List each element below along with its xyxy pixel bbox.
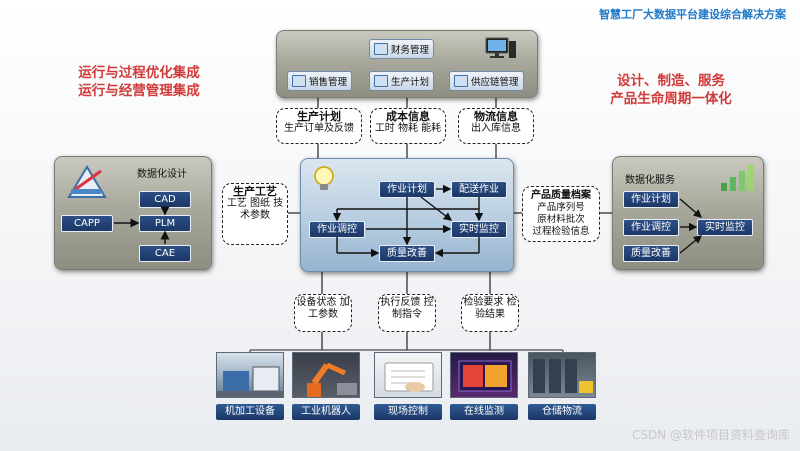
photo-field-control [374, 352, 442, 398]
info-equipment-status: 设备状态 加工参数 [294, 294, 352, 332]
info-quality-archive-line-2: 原材料批次 [537, 214, 585, 225]
info-process-title: 生产工艺 [233, 185, 277, 198]
growth-chart-icon [719, 163, 755, 193]
watermark: CSDN @软件项目资料查询库 [631, 428, 790, 442]
design-tools-icon [67, 163, 107, 199]
info-quality-archive: 产品质量档案 产品序列号 原材料批次 过程检验信息 [522, 186, 600, 242]
info-quality-archive-title: 产品质量档案 [531, 190, 591, 201]
info-execution-feedback-body: 执行反馈 控制指令 [380, 297, 434, 320]
left-panel-arrows [114, 206, 170, 244]
production-plan-icon [374, 75, 388, 87]
info-production-plan-body: 生产订单及反馈 [284, 123, 354, 134]
info-logistics-body: 出入库信息 [471, 123, 521, 134]
info-execution-feedback: 执行反馈 控制指令 [378, 294, 436, 332]
page-title: 智慧工厂大数据平台建设综合解决方案 [599, 8, 786, 21]
photo-warehouse-logistics [528, 352, 596, 398]
digital-service-panel: 数据化服务 作业计划 作业调控 实时监控 质量改善 [612, 156, 764, 270]
lightbulb-icon [311, 165, 337, 193]
center-dispatch[interactable]: 配送作业 [451, 181, 507, 198]
photo-online-monitoring [450, 352, 518, 398]
label-online-monitoring: 在线监测 [450, 404, 518, 420]
photo-industrial-robot [292, 352, 360, 398]
service-quality-improvement[interactable]: 质量改善 [623, 245, 679, 262]
info-equipment-status-body: 设备状态 加工参数 [296, 297, 350, 320]
info-cost: 成本信息 工时 物耗 能耗 [370, 108, 446, 144]
digital-service-title: 数据化服务 [625, 175, 675, 186]
info-production-plan-title: 生产计划 [297, 110, 341, 123]
label-industrial-robot: 工业机器人 [292, 404, 360, 420]
center-flow-arrows [332, 184, 484, 258]
slogan-left-line-2: 运行与经营管理集成 [78, 83, 200, 99]
capp-box[interactable]: CAPP [61, 215, 113, 232]
label-warehouse-logistics: 仓储物流 [528, 404, 596, 420]
info-cost-body: 工时 物耗 能耗 [374, 123, 442, 134]
slogan-left: 运行与过程优化集成 运行与经营管理集成 [64, 64, 214, 100]
finance-management-box[interactable]: 财务管理 [369, 39, 435, 59]
info-logistics-title: 物流信息 [474, 110, 518, 123]
slogan-left-line-1: 运行与过程优化集成 [78, 65, 200, 81]
info-inspection-body: 检验要求 检验结果 [463, 297, 517, 320]
info-process: 生产工艺 工艺 图纸 技术参数 [222, 183, 288, 245]
supply-chain-box[interactable]: 供应链管理 [449, 71, 524, 91]
service-job-control[interactable]: 作业调控 [623, 219, 679, 236]
finance-icon [374, 43, 388, 55]
finance-management-label: 财务管理 [391, 45, 430, 56]
slogan-right-line-2: 产品生命周期一体化 [610, 91, 732, 107]
label-field-control: 现场控制 [374, 404, 442, 420]
production-plan-box[interactable]: 生产计划 [369, 71, 435, 91]
production-plan-label: 生产计划 [391, 77, 430, 88]
supply-chain-label: 供应链管理 [471, 77, 519, 88]
right-panel-arrows [679, 198, 703, 254]
digital-design-panel: 数据化设计 CAD CAPP PLM CAE [54, 156, 212, 270]
digital-design-title: 数据化设计 [137, 169, 187, 180]
info-process-body: 工艺 图纸 技术参数 [226, 198, 284, 221]
center-quality-improvement[interactable]: 质量改善 [379, 245, 435, 262]
photo-machining-equipment [216, 352, 284, 398]
info-logistics: 物流信息 出入库信息 [458, 108, 534, 144]
label-machining-equipment: 机加工设备 [216, 404, 284, 420]
management-panel: 财务管理 销售管理 生产计划 供应链管理 [276, 30, 538, 98]
service-job-plan[interactable]: 作业计划 [623, 191, 679, 208]
info-quality-archive-line-3: 过程检验信息 [532, 226, 590, 237]
supply-chain-icon [454, 75, 468, 87]
slogan-right: 设计、制造、服务 产品生命周期一体化 [596, 72, 746, 108]
sales-icon [292, 75, 306, 87]
info-production-plan: 生产计划 生产订单及反馈 [276, 108, 362, 144]
slogan-right-line-1: 设计、制造、服务 [617, 73, 725, 89]
cae-box[interactable]: CAE [139, 245, 191, 262]
center-control-panel: 作业计划 配送作业 作业调控 实时监控 质量改善 [300, 158, 514, 272]
service-realtime-monitor[interactable]: 实时监控 [697, 219, 753, 236]
sales-management-box[interactable]: 销售管理 [287, 71, 353, 91]
sales-management-label: 销售管理 [309, 77, 348, 88]
computer-icon [483, 36, 517, 62]
info-quality-archive-line-1: 产品序列号 [537, 202, 585, 213]
info-cost-title: 成本信息 [386, 110, 430, 123]
info-inspection: 检验要求 检验结果 [461, 294, 519, 332]
